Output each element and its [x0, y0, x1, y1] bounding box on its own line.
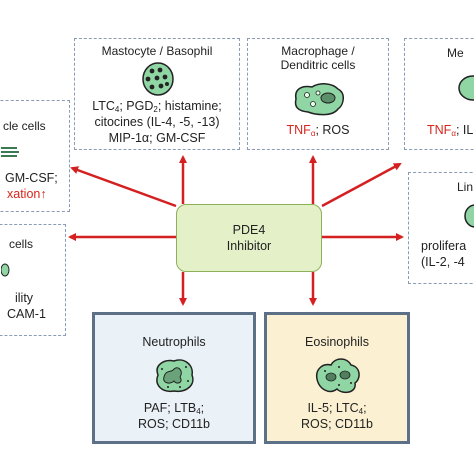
left-mid-line1: ility [15, 291, 34, 305]
left-top-cell-icon [1, 147, 19, 157]
right-mid-title: Lin [457, 180, 474, 194]
left-mid-title: cells [9, 237, 34, 251]
ltc-sub: 4 [114, 105, 120, 114]
eosinophils-title: Eosinophils [305, 335, 369, 349]
right-top-mediators: TNFα; IL [427, 123, 473, 141]
eosinophils-mediators-line1: IL-5; LTC4; [267, 401, 407, 419]
tnf-sub: α [310, 129, 316, 138]
mastocyte-basophil-box: Mastocyte / Basophil LTC4; PGD2; histami… [74, 38, 240, 150]
left-top-line2: xation↑ [7, 187, 47, 201]
eosinophil-cell-icon [315, 358, 360, 394]
macrophage-box: Macrophage / Denditric cells TNFα; ROS [247, 38, 389, 150]
right-mid-cell-icon [464, 204, 474, 228]
right-il-text: ; IL [455, 123, 474, 137]
right-mid-line1: prolifera [421, 239, 467, 253]
right-tnf-sub: α [451, 129, 456, 138]
right-tnf-text: TNF [427, 123, 452, 137]
right-top-box: Me TNFα; IL [404, 38, 474, 150]
arrow-to-right-top [321, 162, 402, 208]
ros-text: ; ROS [315, 123, 350, 137]
eosinophils-box: Eosinophils IL-5; LTC4; ROS; CD11b [264, 312, 410, 444]
arrow-to-left-top [70, 166, 177, 208]
inhibitor-label: Inhibitor [226, 239, 272, 253]
mastocyte-mediators-line3: MIP-1α; GM-CSF [108, 131, 206, 145]
right-top-cell-icon [458, 75, 474, 101]
eosino-semicolon: ; [363, 401, 367, 415]
il5-ltc-text: IL-5; LTC [307, 401, 359, 415]
neutro-semicolon: ; [200, 401, 205, 415]
macrophage-mediators: TNFα; ROS [248, 123, 388, 141]
right-mid-line2: (IL-2, -4 [421, 255, 465, 269]
macrophage-title-line1: Macrophage / [281, 44, 355, 58]
left-mid-line2: CAM-1 [7, 307, 46, 321]
mastocyte-cell-icon [142, 62, 174, 96]
mastocyte-mediators-line1: LTC4; PGD2; histamine; [75, 99, 239, 117]
neutrophils-title: Neutrophils [142, 335, 206, 349]
pgd-text: ; PGD [119, 99, 154, 113]
left-top-line1: GM-CSF; [5, 171, 58, 185]
pde4-inhibitor-box: PDE4 Inhibitor [176, 204, 322, 272]
pgd-sub: 2 [153, 105, 158, 114]
mastocyte-title: Mastocyte / Basophil [101, 44, 213, 58]
left-top-title: cle cells [3, 119, 46, 133]
right-top-title: Me [447, 46, 464, 60]
ltb-sub: 4 [196, 407, 201, 416]
left-top-box: cle cells GM-CSF; xation↑ [0, 100, 70, 212]
paf-ltb-text: PAF; LTB [143, 401, 197, 415]
neutrophils-mediators-line2: ROS; CD11b [137, 417, 210, 431]
neutrophil-cell-icon [156, 359, 194, 393]
tnf-text: TNF [286, 123, 311, 137]
mastocyte-mediators-line2: citocines (IL-4, -5, -13) [94, 115, 220, 129]
left-mid-cell-icon [1, 263, 10, 277]
pde4-label: PDE4 [232, 223, 266, 237]
right-mid-box: Lin prolifera (IL-2, -4 [408, 172, 474, 284]
eosinophils-mediators-line2: ROS; CD11b [300, 417, 373, 431]
macrophage-cell-icon [294, 83, 344, 116]
histamine-text: ; histamine; [157, 99, 222, 113]
left-mid-box: cells ility CAM-1 [0, 224, 66, 336]
neutrophils-box: Neutrophils PAF; LTB4; ROS; CD11b [92, 312, 256, 444]
neutrophils-mediators-line1: PAF; LTB4; [95, 401, 253, 419]
macrophage-title-line2: Denditric cells [280, 58, 356, 72]
ltc-text: LTC [92, 99, 115, 113]
ltc4-sub: 4 [358, 407, 364, 416]
